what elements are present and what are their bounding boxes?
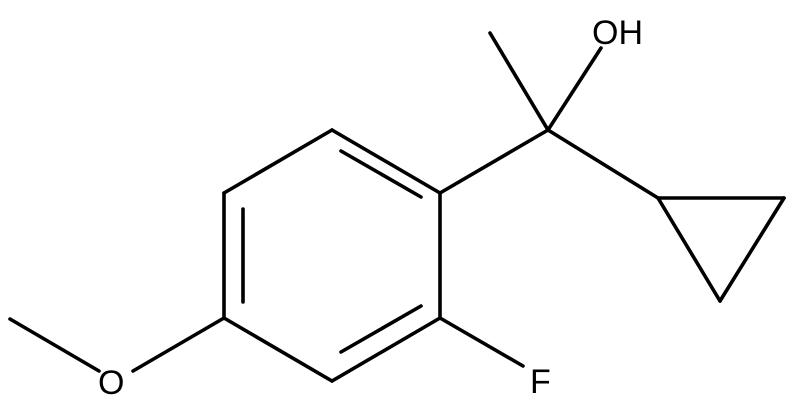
oxygen-methyl-bond [8,317,101,373]
cyclopropyl-bond-3 [656,196,722,303]
ring-bond-3 [330,316,442,383]
bond-lines [8,31,786,383]
ring-bond-4 [222,316,334,383]
ring-to-carbinol-bond [438,128,550,195]
ring-bond-1 [330,128,442,195]
fluorine-bond [438,316,525,368]
ring-double-bond-2 [339,304,423,354]
carbinol-to-cyclopropyl-bond [546,128,660,200]
ring-bond-6 [222,128,334,195]
hydroxyl-bond [546,46,603,132]
hydroxyl-label: OH [592,14,643,52]
atom-labels: OH F O [98,14,643,402]
aryl-oxygen-bond [131,316,226,373]
methyl-bond [488,31,550,132]
ring-double-bond-1 [339,149,423,199]
methoxy-oxygen-label: O [98,364,124,402]
cyclopropyl-bond-2 [718,196,786,303]
fluorine-label: F [530,363,551,401]
